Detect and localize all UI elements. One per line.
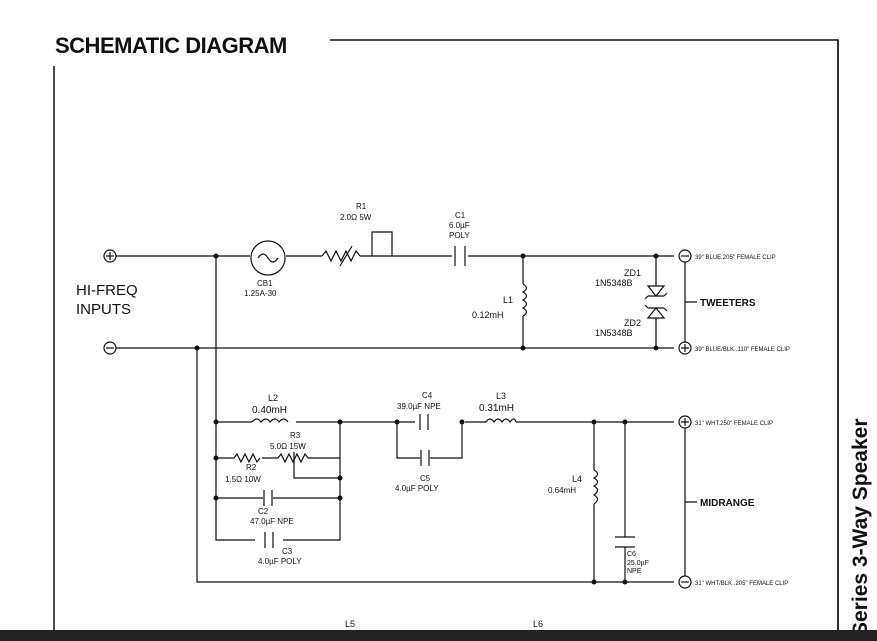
tweeter-terminal-positive xyxy=(678,341,692,355)
capacitor-c3 xyxy=(264,532,274,548)
l3-value: 0.31mH xyxy=(479,403,514,414)
midrange-terminal-negative xyxy=(678,575,692,589)
wire xyxy=(196,348,674,583)
l3-name: L3 xyxy=(496,391,506,401)
resistor-r1 xyxy=(321,249,361,263)
circuit-breaker-cb1 xyxy=(250,240,286,276)
page-title: SCHEMATIC DIAGRAM xyxy=(55,33,287,58)
tweeter-clip-pos: 39" BLUE/BLK .110" FEMALE CLIP xyxy=(695,347,790,353)
r1-name: R1 xyxy=(356,202,367,211)
tweeters-label: TWEETERS xyxy=(700,298,756,309)
midrange-label: MIDRANGE xyxy=(700,498,755,509)
zener-zd1 xyxy=(644,285,668,300)
l6-name: L6 xyxy=(533,619,543,629)
input-terminal-positive xyxy=(103,249,117,263)
resistor-r2 xyxy=(233,452,261,464)
cb1-name: CB1 xyxy=(257,279,273,288)
capacitor-c4 xyxy=(419,414,429,430)
zener-zd2 xyxy=(644,304,668,319)
inductor-l2 xyxy=(251,418,289,424)
l4-value: 0.64mH xyxy=(548,486,576,495)
wire xyxy=(215,256,341,541)
l5-name: L5 xyxy=(345,619,355,629)
inductor-l1 xyxy=(521,283,528,317)
junction-dots-mid xyxy=(213,419,628,585)
zd1-part: 1N5348B xyxy=(595,278,633,288)
r3-name: R3 xyxy=(290,431,301,440)
junction-dots xyxy=(194,253,659,351)
r2-value: 1.5Ω 10W xyxy=(225,475,261,484)
c6-type: NPE xyxy=(627,568,642,575)
c6-value: 25.0µF xyxy=(627,560,649,567)
zd2-part: 1N5348B xyxy=(595,328,633,338)
r1-value: 2.0Ω 5W xyxy=(340,213,372,222)
tweeter-terminal-negative xyxy=(678,249,692,263)
c1-type: POLY xyxy=(449,231,470,240)
midrange-terminal-positive xyxy=(678,415,692,429)
input-label-2: INPUTS xyxy=(76,301,131,318)
input-terminal-negative xyxy=(103,341,117,355)
midrange-bracket xyxy=(684,428,697,576)
capacitor-c2 xyxy=(263,490,273,506)
capacitor-c6 xyxy=(615,536,635,548)
c1-value: 6.0µF xyxy=(449,221,470,230)
bottom-bar xyxy=(0,630,877,641)
capacitor-c1 xyxy=(454,246,466,266)
inductor-l3 xyxy=(485,418,517,424)
c4-name: C4 xyxy=(422,391,433,400)
l1-name: L1 xyxy=(503,295,513,305)
l1-value: 0.12mH xyxy=(472,310,504,320)
c3-name: C3 xyxy=(282,547,293,556)
cb1-value: 1.25A-30 xyxy=(244,289,277,298)
wire xyxy=(216,421,674,459)
c4-value: 39.0µF NPE xyxy=(397,402,441,411)
c5-value: 4.0µF POLY xyxy=(395,484,439,493)
c1-name: C1 xyxy=(455,211,466,220)
c6-name: C6 xyxy=(627,551,636,558)
capacitor-c5 xyxy=(420,450,430,466)
c3-value: 4.0µF POLY xyxy=(258,557,302,566)
l2-name: L2 xyxy=(268,393,278,403)
midrange-clip-neg: 31" WHT/BLK .205" FEMALE CLIP xyxy=(695,581,788,587)
l4-name: L4 xyxy=(572,474,582,484)
r2-name: R2 xyxy=(246,463,257,472)
resistor-r3 xyxy=(277,452,309,464)
input-label-1: HI-FREQ xyxy=(76,282,138,299)
r3-value: 5.0Ω 15W xyxy=(270,442,306,451)
zd2-name: ZD2 xyxy=(624,318,641,328)
tweeter-clip-neg: 39" BLUE.205" FEMALE CLIP xyxy=(695,255,776,261)
c2-value: 47.0µF NPE xyxy=(250,517,294,526)
c5-name: C5 xyxy=(420,474,431,483)
inductor-l4 xyxy=(592,469,599,505)
r1-wiper xyxy=(339,245,353,267)
tweeter-bracket xyxy=(684,262,697,342)
l2-value: 0.40mH xyxy=(252,405,287,416)
r3-link xyxy=(293,462,340,479)
midrange-clip-pos: 31" WHT.250" FEMALE CLIP xyxy=(695,421,773,427)
diagram-frame xyxy=(53,39,839,630)
zd1-name: ZD1 xyxy=(624,268,641,278)
wire xyxy=(116,231,674,257)
c2-name: C2 xyxy=(258,507,269,516)
